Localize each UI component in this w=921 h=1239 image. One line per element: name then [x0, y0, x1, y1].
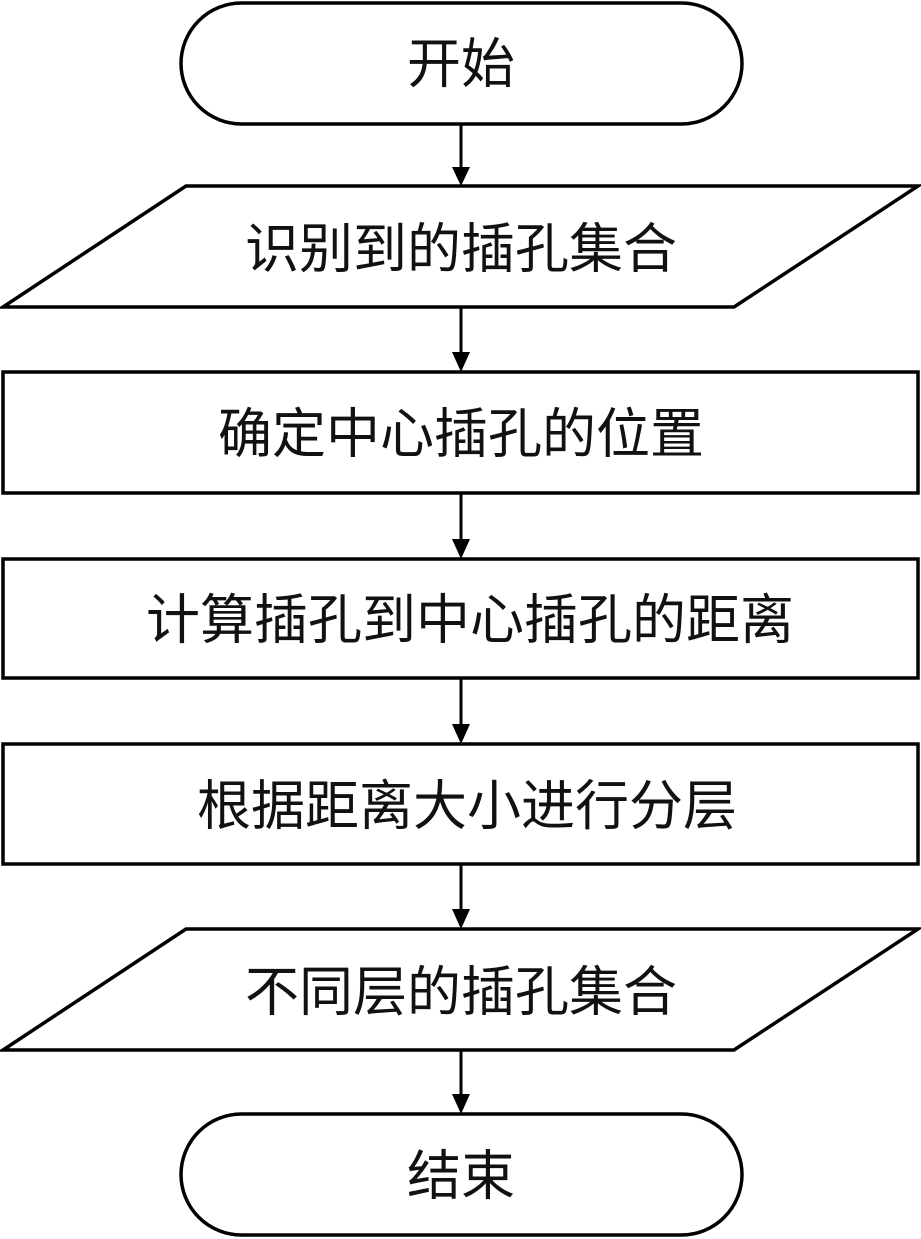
process-node-locate-center: 确定中心插孔的位置 [1, 370, 920, 495]
end-label: 结束 [407, 1145, 515, 1208]
arrowhead-icon [452, 1094, 470, 1114]
process-node-layering: 根据距离大小进行分层 [1, 742, 920, 866]
process-label-locate-center: 确定中心插孔的位置 [218, 403, 704, 466]
connector-start-to-input [452, 124, 470, 186]
connector-step3-to-output [452, 864, 470, 929]
input-data-label: 识别到的插孔集合 [245, 218, 677, 281]
connectors [452, 124, 470, 1114]
connector-step1-to-step2 [452, 493, 470, 559]
arrowhead-icon [452, 909, 470, 929]
connector-step2-to-step3 [452, 678, 470, 744]
arrowhead-icon [452, 352, 470, 372]
end-terminal-node: 结束 [179, 1112, 744, 1237]
process-label-layering: 根据距离大小进行分层 [197, 775, 737, 838]
arrowhead-icon [452, 724, 470, 744]
process-node-compute-distance: 计算插孔到中心插孔的距离 [1, 557, 920, 680]
arrowhead-icon [452, 167, 470, 186]
start-label: 开始 [407, 33, 515, 96]
input-data-node: 识别到的插孔集合 [0, 184, 921, 309]
connector-input-to-step1 [452, 307, 470, 372]
process-label-compute-distance: 计算插孔到中心插孔的距离 [146, 589, 794, 652]
start-terminal-node: 开始 [179, 1, 744, 126]
arrowhead-icon [452, 539, 470, 559]
output-data-node: 不同层的插孔集合 [0, 927, 921, 1052]
output-data-label: 不同层的插孔集合 [245, 961, 677, 1024]
connector-output-to-end [452, 1050, 470, 1114]
